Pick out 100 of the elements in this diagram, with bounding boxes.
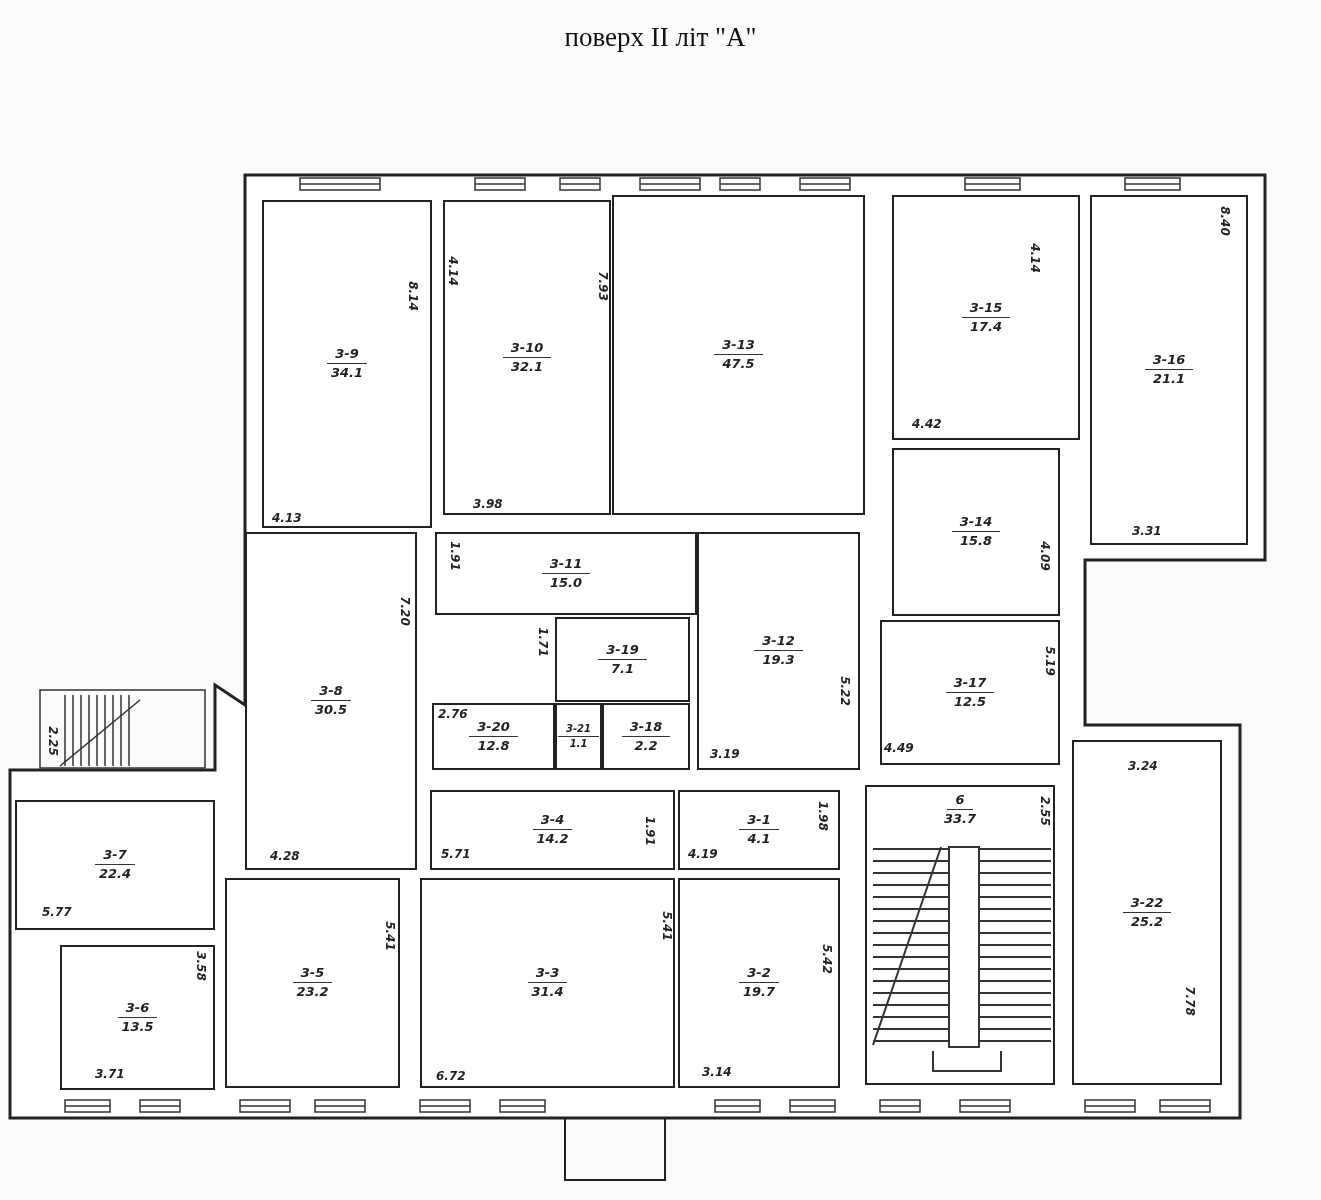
room-area: 1.1	[569, 736, 588, 750]
dimension-text: 8.40	[1218, 206, 1231, 236]
dimension-text: 4.28	[270, 850, 300, 862]
room-area: 13.5	[121, 1017, 154, 1035]
dimension-text: 3.71	[95, 1068, 125, 1080]
room	[60, 945, 215, 1090]
dimension-text: 3.31	[1132, 525, 1162, 537]
room-area: 15.0	[549, 573, 583, 591]
room-area: 14.2	[536, 830, 569, 847]
room-number: 3-5	[292, 966, 333, 984]
room-number: 3-21	[558, 723, 599, 737]
room-area: 7.1	[611, 659, 634, 677]
room-number: 6	[947, 793, 973, 810]
dimension-text: 1.91	[448, 541, 461, 571]
room-number: 3-2	[739, 966, 779, 984]
room	[435, 532, 697, 615]
room-number: 3-20	[469, 719, 518, 737]
dimension-text: 3.24	[1128, 760, 1158, 772]
room-area: 33.7	[943, 809, 977, 827]
room-number: 3-12	[754, 634, 803, 652]
room-number: 3-8	[311, 684, 351, 702]
room	[892, 448, 1060, 616]
dimension-text: 3.58	[194, 951, 207, 981]
dimension-text: 4.19	[688, 848, 718, 860]
room-number: 3-3	[527, 966, 568, 984]
room-area: 12.8	[477, 736, 510, 754]
room-number: 3-1	[739, 813, 779, 831]
room	[892, 195, 1080, 440]
room-area: 19.3	[762, 651, 795, 668]
room-number: 3-22	[1122, 895, 1172, 913]
room-number: 3-19	[598, 642, 647, 660]
dimension-text: 5.41	[383, 921, 396, 951]
dimension-text: 5.22	[838, 676, 851, 706]
room-number: 3-6	[117, 1000, 158, 1018]
dimension-text: 4.13	[272, 512, 302, 524]
dimension-text: 1.71	[536, 627, 549, 657]
room-number: 3-14	[951, 515, 1001, 533]
dimension-text: 5.41	[660, 911, 673, 941]
dimension-text: 5.19	[1043, 646, 1056, 676]
room-area: 30.5	[314, 701, 348, 718]
room-area: 31.4	[531, 983, 564, 1000]
room-area: 12.5	[953, 692, 987, 710]
dimension-text: 2.25	[46, 726, 59, 756]
dimension-text: 7.78	[1183, 986, 1196, 1016]
room	[262, 200, 432, 528]
room-area: 34.1	[330, 364, 364, 381]
dimension-text: 2.55	[1038, 796, 1051, 826]
room-area: 15.8	[959, 532, 993, 549]
room-number: 3-18	[621, 719, 671, 737]
room	[880, 620, 1060, 765]
dimension-text: 5.77	[42, 906, 72, 918]
dimension-text: 7.93	[596, 271, 609, 301]
dimension-text: 3.14	[702, 1066, 732, 1078]
dimension-text: 3.98	[473, 498, 503, 510]
dimension-text: 5.71	[441, 848, 471, 860]
room	[432, 703, 555, 770]
room-number: 3-13	[714, 338, 763, 356]
room	[1090, 195, 1248, 545]
room-area: 47.5	[722, 355, 755, 372]
room-number: 3-17	[945, 675, 995, 693]
room	[245, 532, 417, 870]
room-number: 3-9	[327, 347, 367, 365]
dimension-text: 4.49	[884, 742, 914, 754]
room	[555, 703, 602, 770]
room	[697, 532, 860, 770]
room-area: 4.1	[747, 830, 771, 847]
dimension-text: 4.14	[446, 256, 459, 286]
dimension-text: 5.42	[820, 944, 833, 974]
room	[443, 200, 611, 515]
room	[555, 617, 690, 702]
room	[225, 878, 400, 1088]
room-area: 17.4	[969, 317, 1003, 335]
room-area: 22.4	[98, 865, 132, 882]
room-area: 23.2	[296, 983, 329, 1000]
room-number: 3-7	[95, 848, 135, 866]
room-area: 19.7	[742, 983, 776, 1000]
dimension-text: 8.14	[406, 281, 419, 311]
room-area: 25.2	[1130, 912, 1164, 930]
room-number: 3-10	[502, 340, 552, 358]
stairwell-room	[865, 785, 1055, 1085]
dimension-text: 6.72	[436, 1070, 466, 1082]
dimension-text: 7.20	[398, 596, 411, 626]
room	[420, 878, 675, 1088]
room	[430, 790, 675, 870]
dimension-text: 1.91	[643, 816, 656, 846]
room-area: 32.1	[510, 357, 544, 375]
room-number: 3-15	[961, 300, 1011, 318]
plan-title: поверх II літ "А"	[564, 22, 757, 52]
room	[15, 800, 215, 930]
room	[678, 790, 840, 870]
room	[602, 703, 690, 770]
dimension-text: 2.76	[438, 708, 468, 720]
dimension-text: 1.98	[816, 801, 829, 831]
room	[678, 878, 840, 1088]
room-area: 2.2	[634, 736, 658, 754]
room-area: 21.1	[1152, 370, 1186, 387]
room-number: 3-11	[541, 556, 591, 574]
room	[612, 195, 865, 515]
dimension-text: 4.42	[912, 418, 942, 430]
dimension-text: 3.19	[710, 748, 740, 760]
